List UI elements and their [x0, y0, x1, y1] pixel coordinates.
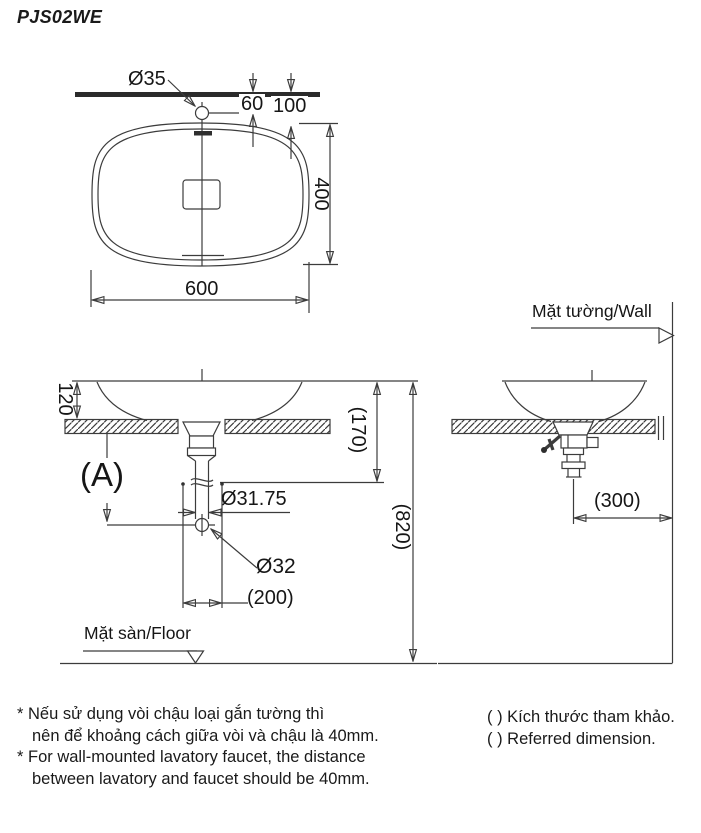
drain-flange [182, 421, 221, 437]
dim-faucet-hole-dia: Ø35 [128, 68, 166, 90]
label-a: (A) [80, 456, 124, 493]
counter-left [64, 418, 179, 435]
dim-300: (300) [594, 490, 641, 512]
product-code: PJS02WE [17, 7, 103, 27]
basin-outer-outline [91, 122, 310, 267]
top-view-linework [75, 73, 338, 313]
wall-marker [658, 327, 675, 344]
trap-dia-leader [211, 529, 258, 569]
faucet-deck-mark [194, 131, 212, 136]
dim-pipe-dia: Ø31.75 [221, 488, 287, 510]
dim-170: (170) [347, 406, 369, 454]
dim-120: 120 [54, 382, 76, 416]
bowl-left-profile-side [504, 381, 552, 423]
drain-flange-side [552, 421, 594, 436]
floor-label: Mặt sàn/Floor [84, 623, 191, 643]
bowl-right-profile-side [598, 381, 646, 423]
side-view-linework [438, 302, 675, 665]
legend-vi: ( ) Kích thước tham khảo. [487, 708, 675, 726]
dim-400: 400 [310, 177, 332, 211]
basin-inner-outline [97, 128, 304, 261]
footnotes: * Nếu sử dụng vòi chậu loại gắn tường th… [17, 704, 379, 790]
floor-marker [186, 650, 205, 665]
dim-trap-dia: Ø32 [256, 555, 296, 578]
note-vi-line2: nên để khoảng cách giữa vòi và chậu là 4… [32, 726, 379, 745]
reference-legend: ( ) Kích thước tham khảo. ( ) Referred d… [487, 707, 675, 750]
dim-600: 600 [183, 278, 221, 300]
wall-label: Mặt tường/Wall [532, 301, 652, 321]
bowl-right-profile [251, 381, 303, 422]
bowl-left-profile [96, 381, 148, 422]
legend-en: ( ) Referred dimension. [487, 729, 656, 748]
faucet-hole-leader [167, 79, 195, 106]
note-en-line2: between lavatory and faucet should be 40… [32, 769, 370, 788]
dim-60: 60 [239, 93, 266, 115]
front-view-linework [60, 369, 437, 665]
dim-100: 100 [271, 95, 309, 117]
popup-rod [543, 434, 562, 451]
counter-right [224, 418, 331, 435]
dim-820: (820) [391, 503, 413, 551]
counter-side [451, 418, 656, 435]
drain-square [182, 179, 221, 210]
note-vi-line1: * Nếu sử dụng vòi chậu loại gắn tường th… [17, 705, 325, 723]
note-en-line1: * For wall-mounted lavatory faucet, the … [17, 748, 366, 766]
faucet-hole [194, 105, 210, 121]
dim-200: (200) [247, 587, 294, 609]
